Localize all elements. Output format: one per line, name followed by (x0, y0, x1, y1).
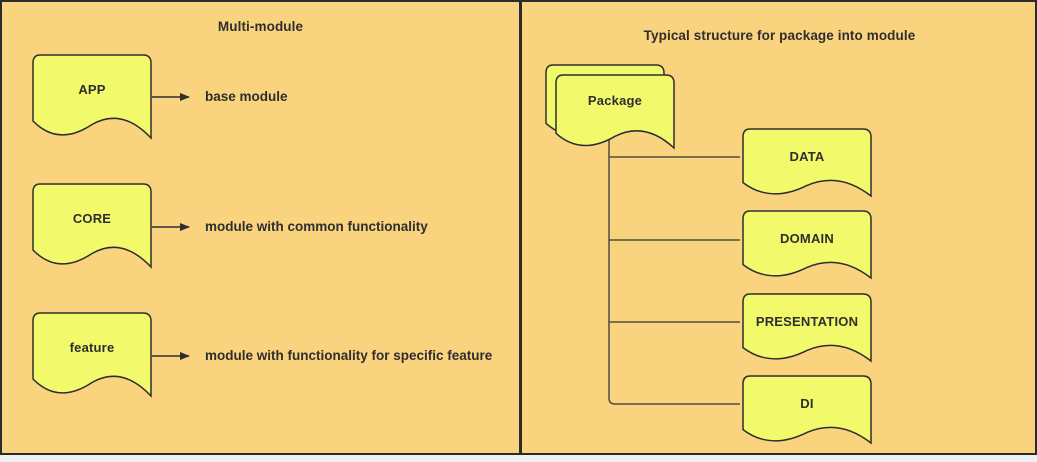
tree-trunk-and-di-branch (608, 138, 740, 405)
doc-shape-domain[interactable]: DOMAIN (742, 210, 872, 280)
doc-shape-presentation[interactable]: PRESENTATION (742, 293, 872, 363)
right-panel-title: Typical structure for package into modul… (643, 28, 916, 43)
left-panel-title: Multi-module (217, 19, 304, 34)
panel-divider (519, 2, 522, 453)
doc-shape-app[interactable]: APP (32, 54, 152, 140)
desc-core: module with common functionality (205, 219, 428, 234)
doc-shape-feature[interactable]: feature (32, 312, 152, 398)
desc-app: base module (205, 89, 288, 104)
doc-label-app: APP (78, 81, 106, 97)
doc-stack-package[interactable]: Package (545, 64, 675, 150)
doc-label-di: DI (800, 396, 814, 411)
doc-shape-di[interactable]: DI (742, 375, 872, 445)
doc-shape-core[interactable]: CORE (32, 183, 152, 269)
doc-label-core: CORE (72, 210, 112, 226)
doc-label-data: DATA (789, 149, 825, 164)
package-front-sheet (555, 74, 675, 150)
doc-shape-data[interactable]: DATA (742, 128, 872, 198)
doc-label-package: Package (587, 92, 643, 108)
doc-label-domain: DOMAIN (780, 231, 834, 246)
desc-feature: module with functionality for specific f… (205, 348, 493, 363)
doc-label-feature: feature (69, 339, 115, 355)
doc-label-presentation: PRESENTATION (755, 314, 859, 329)
bottom-edge-strip (0, 455, 1037, 462)
